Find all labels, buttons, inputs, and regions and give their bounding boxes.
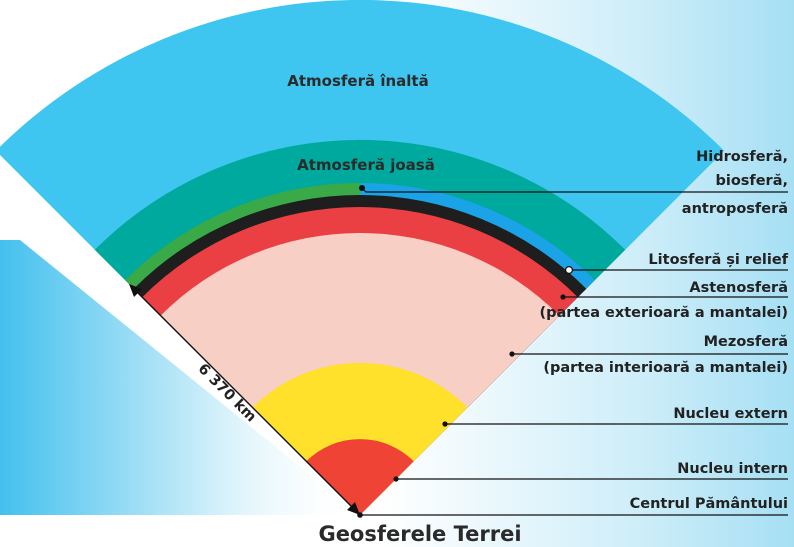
lithosphere-dot [564, 266, 573, 275]
diagram-title: Geosferele Terrei [318, 522, 521, 546]
inner-core-dot [393, 476, 399, 482]
asthenosphere-label-line2: (partea exterioară a mantalei) [539, 305, 788, 321]
outer-core-layer [252, 362, 468, 515]
radius-arrow [129, 284, 360, 515]
outer-core-dot [442, 421, 448, 427]
radius-arrow-head-top [129, 284, 142, 297]
inner-core-label: Nucleu intern [677, 461, 788, 477]
upper-atmosphere-label: Atmosferă înaltă [287, 72, 428, 90]
center-label: Centrul Pământului [630, 496, 788, 512]
leader-lines [357, 185, 788, 518]
asthenosphere-dot [560, 294, 566, 300]
mesosphere-label-line1: Mezosferă [704, 334, 788, 350]
mesosphere-label-line2: (partea interioară a mantalei) [543, 360, 788, 376]
left-sky-gradient [0, 240, 360, 515]
asthenosphere-label-line1: Astenosferă [689, 280, 788, 296]
hydrosphere-label-line1: Hidrosferă, [696, 149, 788, 165]
hydrosphere-label-line2: biosferă, [715, 173, 788, 189]
inner-core-layer [306, 439, 414, 515]
lower-atmosphere-label: Atmosferă joasă [297, 156, 435, 174]
hydrosphere-dot [359, 185, 365, 191]
hydrosphere-label-line3: antroposferă [682, 201, 788, 217]
mesosphere-dot [509, 351, 515, 357]
lithosphere-label: Litosferă și relief [648, 252, 788, 268]
radius-arrow-head-bottom [347, 502, 360, 515]
outer-core-label: Nucleu extern [673, 406, 788, 422]
